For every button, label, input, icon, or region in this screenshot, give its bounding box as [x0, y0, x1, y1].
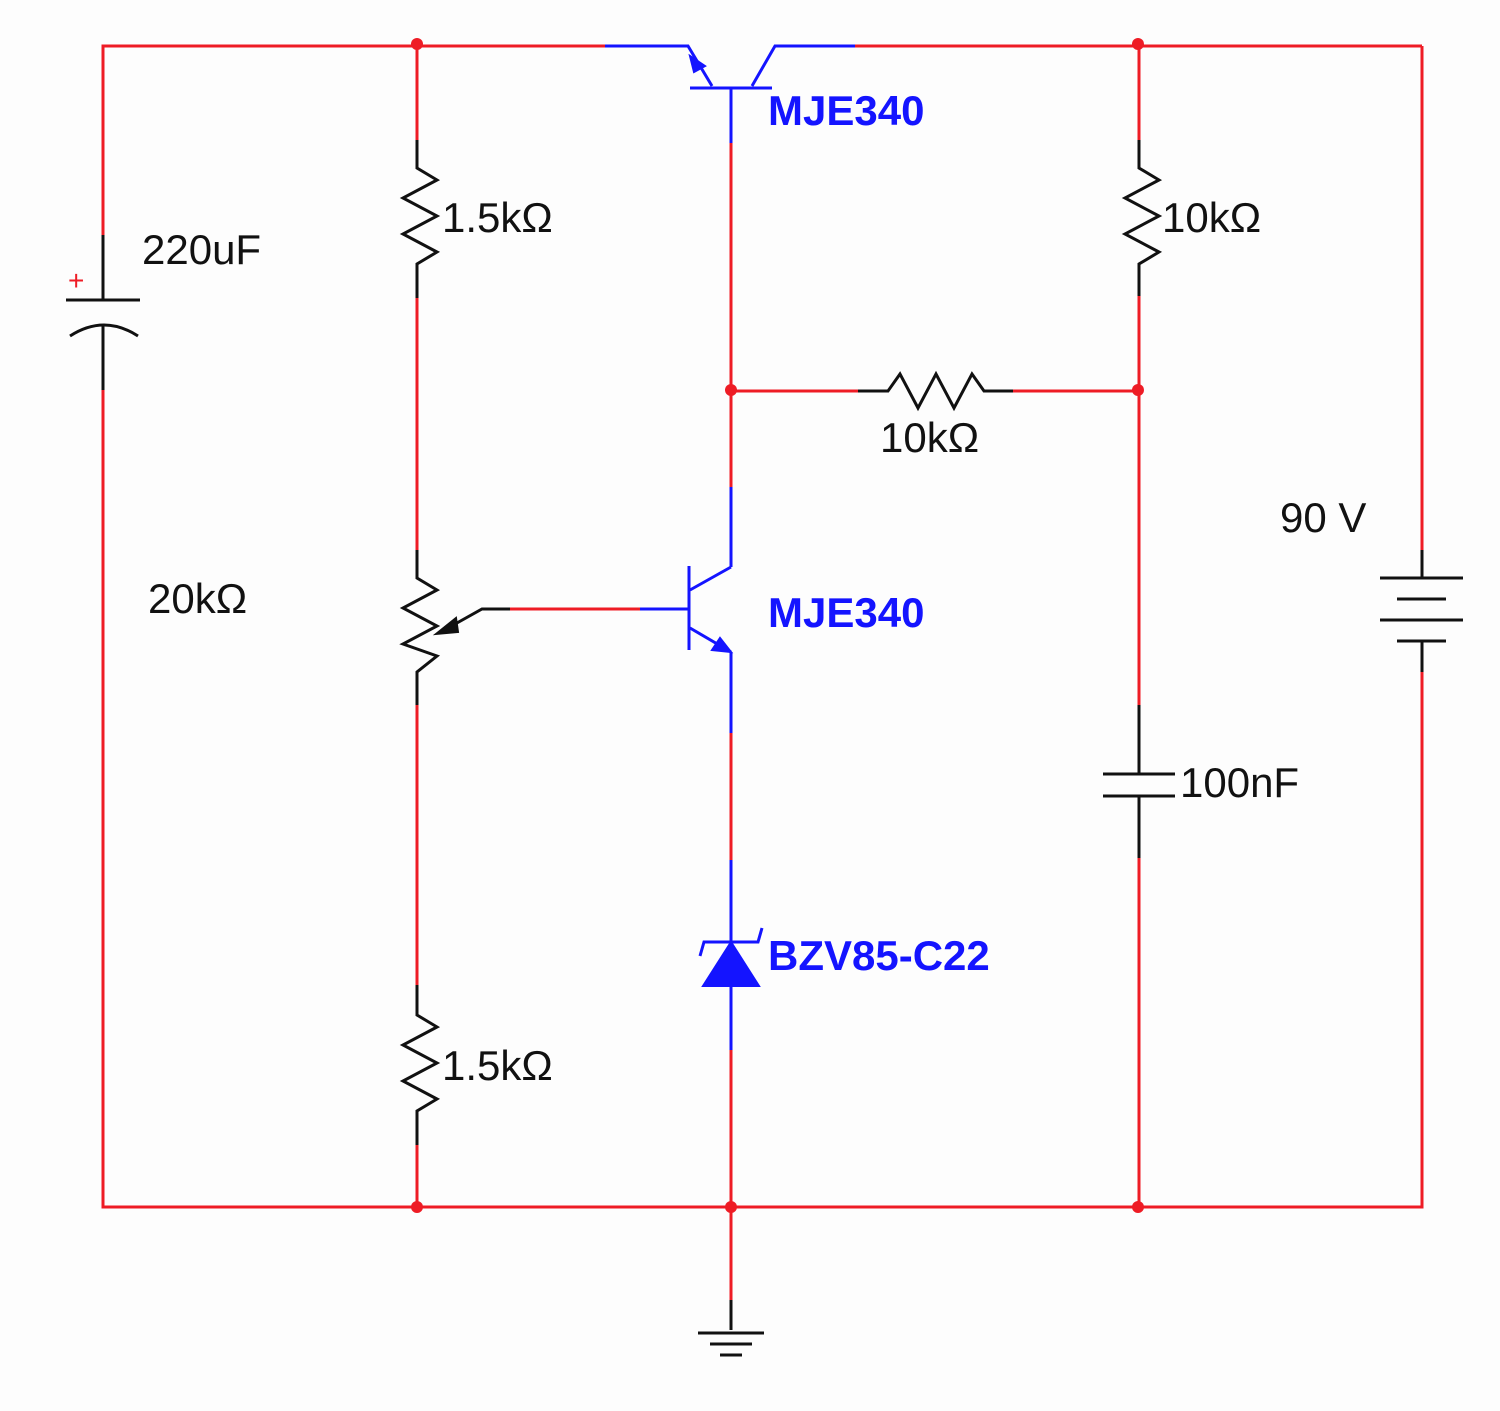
wire-bottom-rail — [101, 390, 1424, 1209]
resistor-top-left: 1.5kΩ — [399, 140, 553, 298]
battery-90v: 90 V — [1280, 494, 1463, 672]
resistor-top-right: 10kΩ — [1121, 140, 1261, 296]
resistor-middle-label: 10kΩ — [880, 414, 979, 461]
zener-label: BZV85-C22 — [768, 932, 990, 979]
resistor-top-left-label: 1.5kΩ — [442, 194, 553, 241]
capacitor-100nf: 100nF — [1103, 705, 1299, 858]
wire-top-left — [101, 44, 605, 235]
resistor-bottom-left-label: 1.5kΩ — [442, 1042, 553, 1089]
junction-nodes — [411, 38, 1144, 1213]
node — [725, 384, 737, 396]
zener-diode: BZV85-C22 — [698, 860, 990, 1050]
resistor-middle: 10kΩ — [858, 370, 1013, 461]
resistor-bottom-left: 1.5kΩ — [399, 985, 553, 1145]
ground-symbol — [698, 1300, 764, 1357]
potentiometer-20k: 20kΩ — [148, 550, 510, 705]
transistor-top: MJE340 — [605, 44, 924, 143]
resistor-top-right-label: 10kΩ — [1162, 194, 1261, 241]
battery-label: 90 V — [1280, 494, 1366, 541]
wires — [101, 44, 1424, 1300]
potentiometer-label: 20kΩ — [148, 575, 247, 622]
node — [1132, 384, 1144, 396]
transistor-top-label: MJE340 — [768, 87, 924, 134]
node — [725, 1201, 737, 1213]
node — [1132, 38, 1144, 50]
capacitor-220uf-label: 220uF — [142, 226, 261, 273]
node — [411, 38, 423, 50]
transistor-bottom: MJE340 — [640, 487, 924, 733]
polarity-plus: + — [68, 265, 84, 296]
node — [411, 1201, 423, 1213]
transistor-bottom-label: MJE340 — [768, 589, 924, 636]
node — [1132, 1201, 1144, 1213]
capacitor-100nf-label: 100nF — [1180, 759, 1299, 806]
capacitor-220uf: + 220uF — [66, 226, 261, 390]
